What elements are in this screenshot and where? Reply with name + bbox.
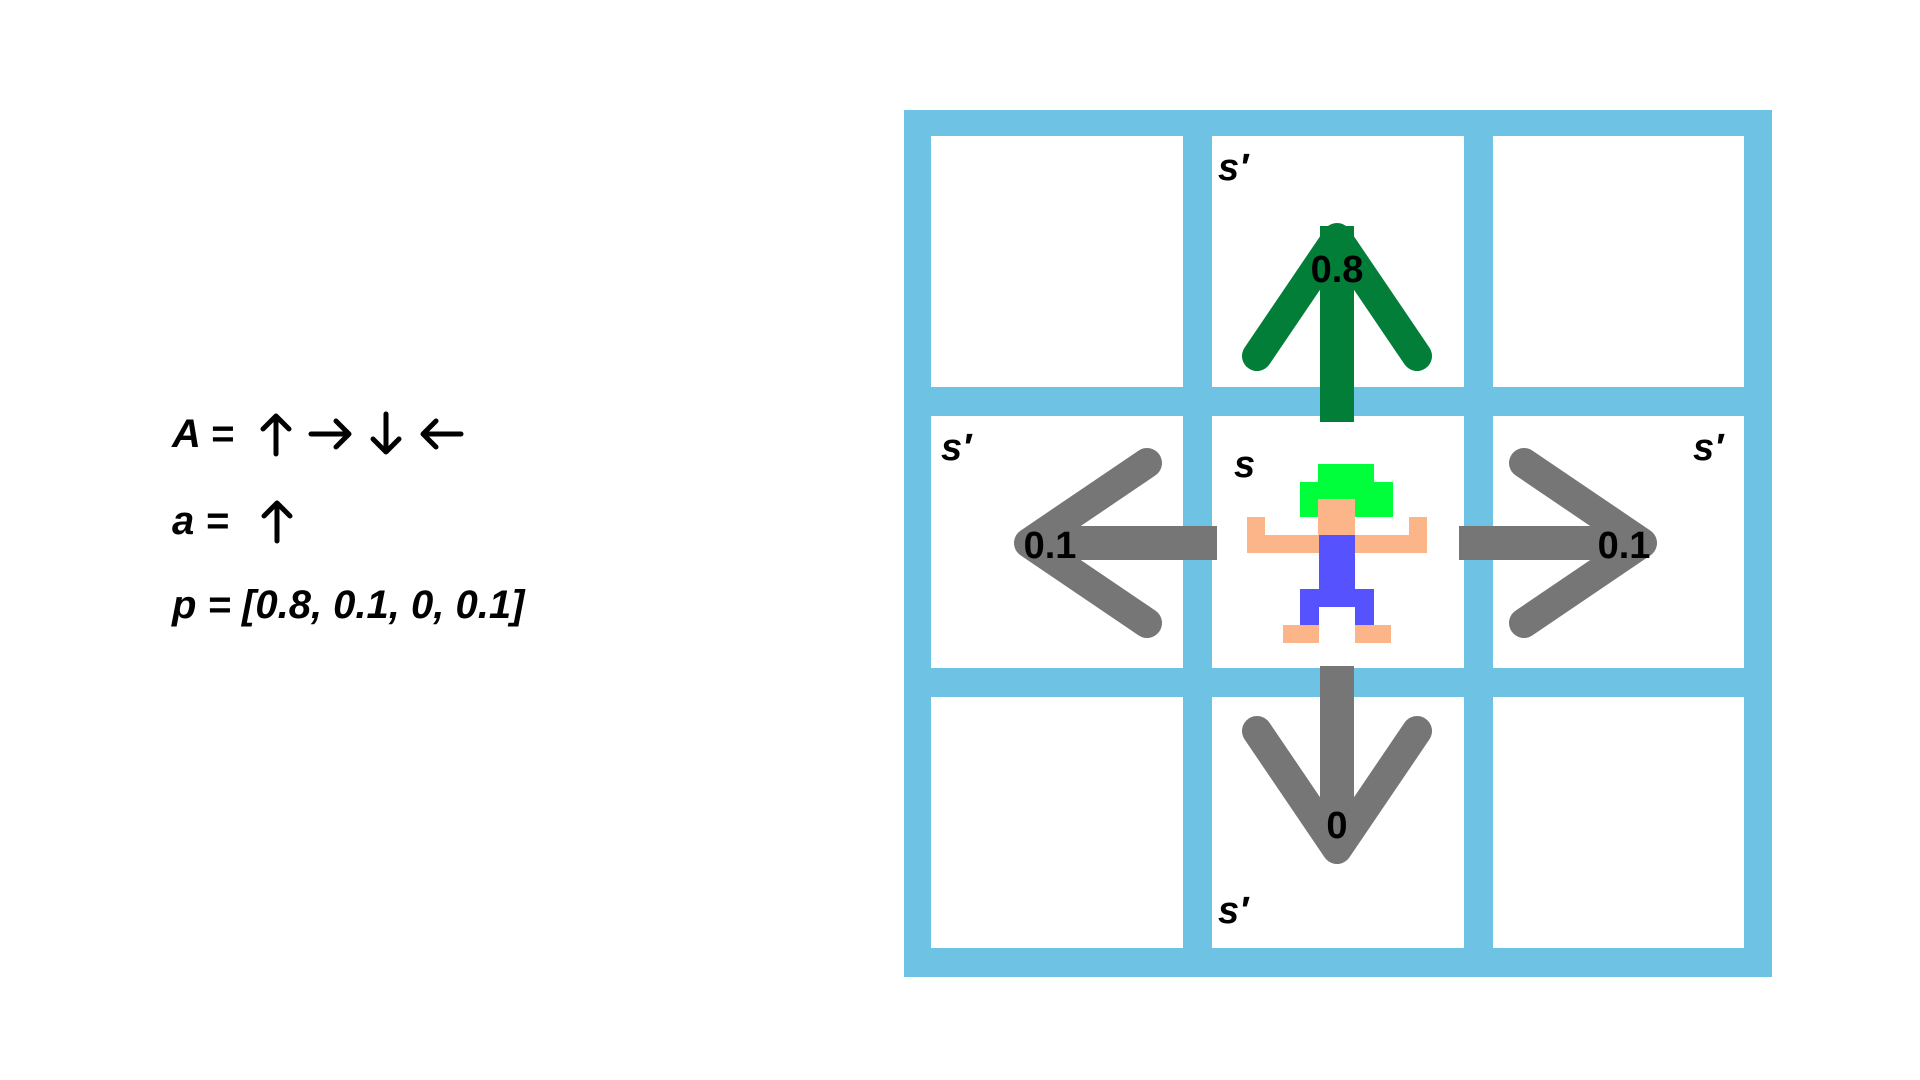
agent-torso <box>1319 535 1355 589</box>
agent-right-foot <box>1355 625 1391 643</box>
chosen-action-row: a = <box>172 498 309 544</box>
next-state-label-left: s′ <box>941 427 973 469</box>
prob-up-label: 0.8 <box>1311 249 1364 291</box>
agent-left-foot <box>1283 625 1319 643</box>
agent-right-hand <box>1409 517 1427 553</box>
prob-down-label: 0 <box>1326 805 1347 847</box>
chosen-action-label: a = <box>172 498 229 543</box>
arrow-up-icon <box>261 500 293 544</box>
next-state-label-right: s′ <box>1693 427 1725 469</box>
agent-face <box>1318 499 1355 535</box>
agent-left-arm <box>1247 535 1319 553</box>
arrow-up-head <box>1242 223 1432 371</box>
arrow-up-transition <box>1242 223 1432 422</box>
arrow-left-transition <box>1014 448 1217 638</box>
arrow-up-icon <box>260 413 292 457</box>
arrow-left-head <box>1014 448 1162 638</box>
arrow-right-icon <box>308 418 352 450</box>
arrow-left-icon <box>420 418 464 450</box>
grid-cell-bottom-right <box>1493 697 1744 948</box>
probabilities-label: p = [0.8, 0.1, 0, 0.1] <box>172 583 525 627</box>
next-state-label-up: s′ <box>1218 147 1250 189</box>
current-state-label: s <box>1234 444 1255 486</box>
grid-cell-top-left <box>931 136 1183 387</box>
next-state-label-down: s′ <box>1218 890 1250 932</box>
agent-hair-top <box>1318 464 1374 484</box>
arrow-down-head <box>1242 716 1432 864</box>
probabilities-row: p = [0.8, 0.1, 0, 0.1] <box>172 583 524 628</box>
grid-cell-bottom-left <box>931 697 1183 948</box>
agent-character <box>1247 464 1427 643</box>
arrow-down-icon <box>370 411 402 455</box>
arrow-down-transition <box>1242 666 1432 864</box>
actions-set-icons <box>258 411 478 457</box>
grid-cell-top-right <box>1493 136 1744 387</box>
arrow-right-head <box>1509 448 1657 638</box>
prob-left-label: 0.1 <box>1024 525 1077 567</box>
actions-set-label: A = <box>172 411 234 456</box>
chosen-action-icons <box>259 498 309 544</box>
agent-leg-gap <box>1319 607 1355 625</box>
prob-right-label: 0.1 <box>1598 525 1651 567</box>
arrow-right-transition <box>1459 448 1657 638</box>
actions-set-row: A = <box>172 411 478 457</box>
